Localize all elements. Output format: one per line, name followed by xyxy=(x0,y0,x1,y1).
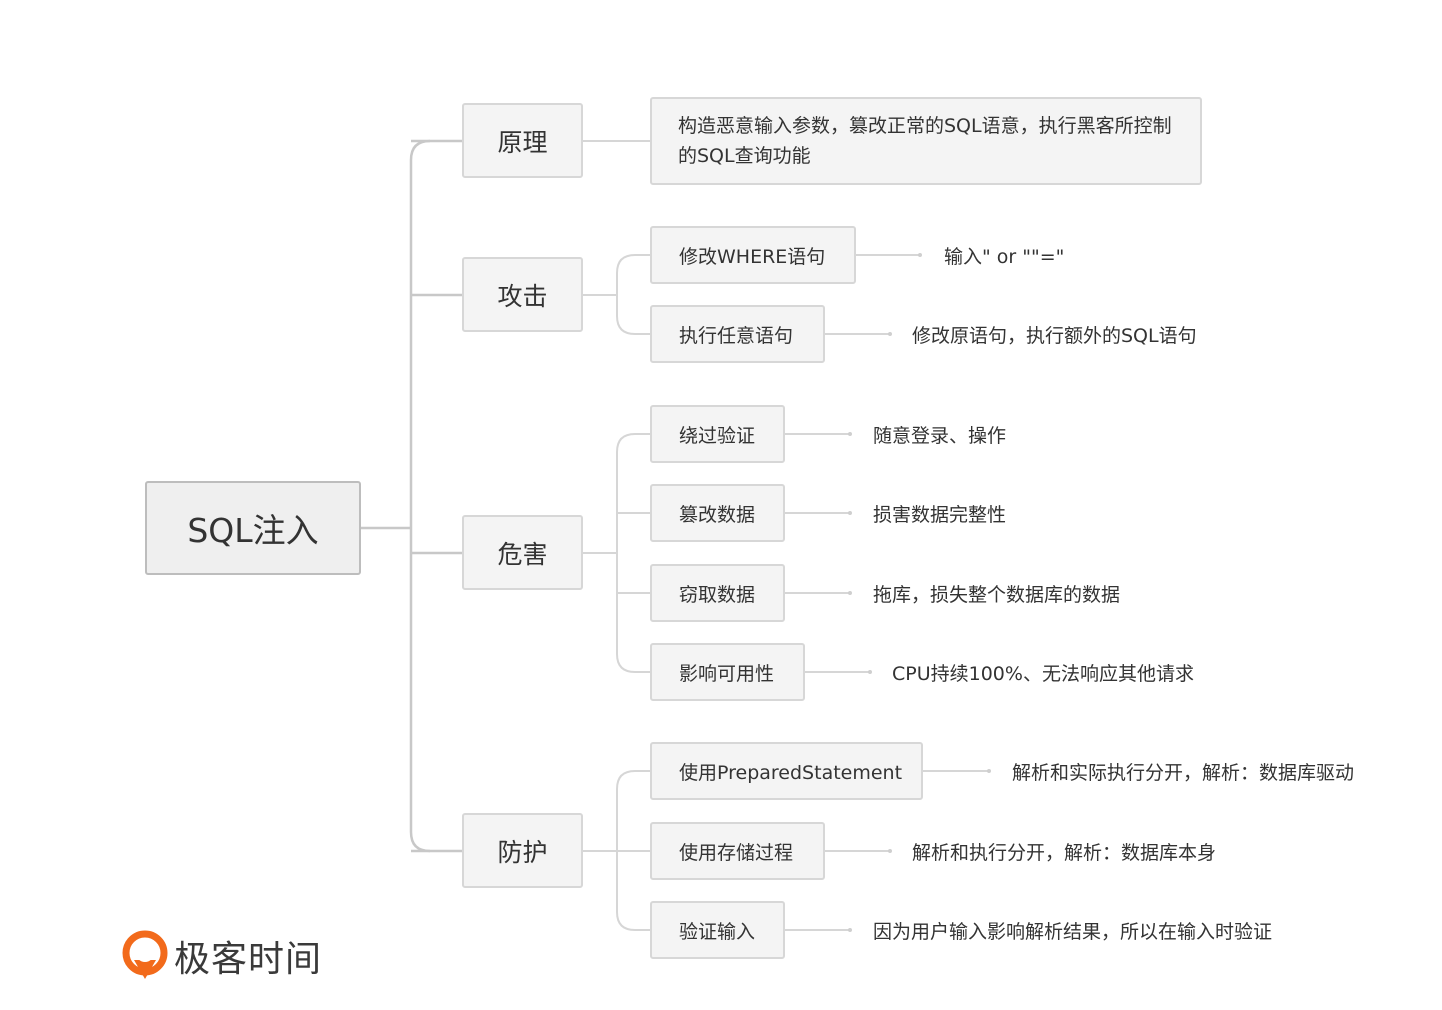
principle-description: 构造恶意输入参数，篡改正常的SQL语意，执行黑客所控制的SQL查询功能 xyxy=(650,97,1202,185)
attack-detail-where: 输入" or ""=" xyxy=(944,246,1065,268)
defense-item-stored-procedure: 使用存储过程 xyxy=(650,822,825,880)
harm-detail-steal: 拖库，损失整个数据库的数据 xyxy=(873,584,1121,606)
harm-item-steal: 窃取数据 xyxy=(650,564,785,622)
brand-logo-text: 极客时间 xyxy=(174,939,323,980)
brand-logo: 极客时间 xyxy=(122,930,322,982)
harm-item-bypass: 绕过验证 xyxy=(650,405,785,463)
harm-item-tamper: 篡改数据 xyxy=(650,484,785,542)
defense-item-validate: 验证输入 xyxy=(650,901,785,959)
attack-detail-arbitrary: 修改原语句，执行额外的SQL语句 xyxy=(912,325,1197,347)
defense-item-prepared: 使用PreparedStatement xyxy=(650,742,923,800)
defense-detail-validate: 因为用户输入影响解析结果，所以在输入时验证 xyxy=(873,921,1273,943)
branch-principle: 原理 xyxy=(462,103,583,178)
branch-defense: 防护 xyxy=(462,813,583,888)
branch-attack: 攻击 xyxy=(462,257,583,332)
defense-detail-stored-procedure: 解析和执行分开，解析：数据库本身 xyxy=(912,842,1217,864)
harm-detail-bypass: 随意登录、操作 xyxy=(873,425,1007,447)
geektime-logo-icon xyxy=(122,930,168,979)
attack-item-arbitrary: 执行任意语句 xyxy=(650,305,825,363)
harm-item-availability: 影响可用性 xyxy=(650,643,805,701)
branch-harm: 危害 xyxy=(462,515,583,590)
defense-detail-prepared: 解析和实际执行分开，解析：数据库驱动 xyxy=(1012,762,1355,784)
harm-detail-tamper: 损害数据完整性 xyxy=(873,504,1007,526)
root-node: SQL注入 xyxy=(145,481,361,575)
harm-detail-availability: CPU持续100%、无法响应其他请求 xyxy=(892,663,1194,685)
attack-item-where: 修改WHERE语句 xyxy=(650,226,856,284)
